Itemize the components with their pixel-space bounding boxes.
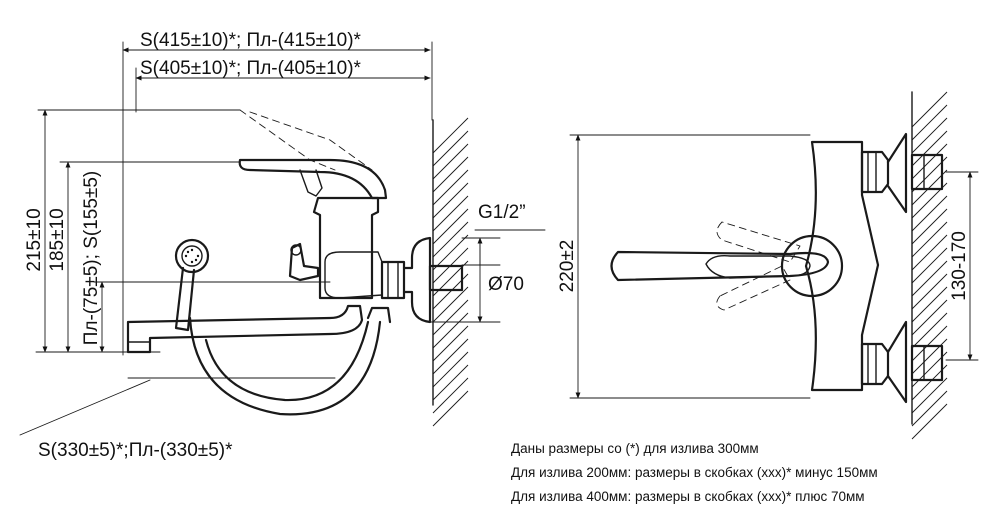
- front-wall: [911, 91, 948, 440]
- wall-hatch-line: [432, 195, 469, 232]
- wall-hatch-line: [911, 377, 948, 414]
- shower-nozzle-dot: [184, 254, 188, 258]
- wall-hatch-line: [432, 143, 469, 180]
- height-total-label: 215±10: [24, 208, 45, 271]
- shower-nozzle-dot: [190, 260, 194, 264]
- width-dimension-inner: S(405±10)*; Пл-(405±10)*: [135, 58, 431, 113]
- wall-hatch-line: [911, 104, 948, 141]
- eccentric-connector: [380, 236, 464, 324]
- wall-hatch-line: [432, 169, 469, 206]
- wall-hatch-line: [911, 130, 948, 167]
- height-dimension-total: 215±10: [24, 109, 241, 353]
- diameter-dimension: Ø70: [429, 237, 524, 323]
- wall-hatch-line: [911, 273, 948, 310]
- note-line-1: Даны размеры со (*) для излива 300мм: [511, 441, 759, 456]
- wall-hatch-line: [432, 286, 469, 323]
- wall-hatch-line: [432, 156, 469, 193]
- lever-handle: [238, 158, 388, 200]
- wall-hatch-line: [432, 117, 469, 154]
- front-height-dimension: 220±2: [557, 134, 811, 399]
- wall-hatch-line: [432, 182, 469, 219]
- front-eccentric-bottom: [860, 320, 944, 404]
- wall-hatch-line: [911, 91, 948, 128]
- spout-length-label: S(330±5)*;Пл-(330±5)*: [38, 440, 233, 461]
- height-dimension-spout: Пл-(75±5); S(155±5): [35, 171, 331, 353]
- wall-hatch-line: [911, 260, 948, 297]
- wall-hatch-line: [911, 208, 948, 245]
- note-line-2: Для излива 200мм: размеры в скобках (ххх…: [511, 465, 878, 480]
- front-lever-alt-positions: [716, 221, 801, 311]
- wall-hatch-line: [432, 377, 469, 414]
- shower-nozzle-dot: [196, 254, 200, 258]
- wall-hatch-line: [911, 247, 948, 284]
- wall-hatch-line: [432, 299, 469, 336]
- wall-hatch-line: [911, 234, 948, 271]
- wall-hatch-line: [911, 390, 948, 427]
- height-mid-label: 185±10: [47, 208, 68, 271]
- width-dimension-outer: S(415±10)*; Пл-(415±10)*: [122, 30, 433, 356]
- wall-hatch-line: [911, 143, 948, 180]
- wall-hatch-line: [432, 221, 469, 258]
- note-line-3: Для излива 400мм: размеры в скобках (ххх…: [511, 489, 865, 504]
- wall-hatch-line: [432, 338, 469, 375]
- front-cartridge: [780, 234, 844, 298]
- wall-hatch-line: [911, 338, 948, 375]
- width-inner-label: S(405±10)*; Пл-(405±10)*: [140, 58, 362, 79]
- shower-hose: [188, 306, 392, 416]
- shower-nozzle-dot: [194, 258, 198, 262]
- diameter-label: Ø70: [488, 274, 524, 295]
- front-eccentric-top: [860, 132, 944, 214]
- mixer-body: [288, 196, 383, 300]
- shower-nozzle-dot: [186, 250, 190, 254]
- width-outer-label: S(415±10)*; Пл-(415±10)*: [140, 30, 362, 51]
- wall-hatch-line: [432, 208, 469, 245]
- wall-hatch-line: [432, 325, 469, 362]
- spout-length-dimension: S(330±5)*;Пл-(330±5)*: [19, 379, 233, 461]
- front-lever: [610, 250, 830, 282]
- centers-label: 130-170: [949, 231, 970, 301]
- spout: [126, 304, 364, 379]
- wall-hatch-line: [432, 312, 469, 349]
- wall-hatch-line: [911, 325, 948, 362]
- front-body: [804, 140, 880, 392]
- wall-hatch-line: [432, 390, 469, 427]
- wall-hatch-line: [911, 299, 948, 336]
- height-dimension-mid: 185±10: [47, 161, 241, 353]
- wall-hatch-line: [911, 117, 948, 154]
- front-height-label: 220±2: [557, 240, 578, 293]
- wall-hatch-line: [432, 351, 469, 388]
- wall-hatch-line: [911, 221, 948, 258]
- side-view: S(415±10)*; Пл-(415±10)* S(405±10)*; Пл-…: [19, 30, 546, 461]
- wall-hatch-line: [911, 286, 948, 323]
- thread-dimension: G1/2”: [461, 202, 546, 266]
- height-spout-label: Пл-(75±5); S(155±5): [81, 171, 102, 345]
- wall-hatch-line: [911, 195, 948, 232]
- hand-shower: [174, 238, 210, 332]
- thread-label: G1/2”: [478, 202, 526, 223]
- wall-hatch-line: [432, 130, 469, 167]
- wall-hatch-line: [911, 403, 948, 440]
- shower-nozzle-dot: [190, 248, 194, 252]
- centers-dimension: 130-170: [945, 171, 979, 361]
- wall-hatch-line: [432, 234, 469, 271]
- wall-hatch-line: [911, 312, 948, 349]
- wall-hatch-line: [432, 364, 469, 401]
- front-view: 220±2 130-170: [557, 91, 979, 440]
